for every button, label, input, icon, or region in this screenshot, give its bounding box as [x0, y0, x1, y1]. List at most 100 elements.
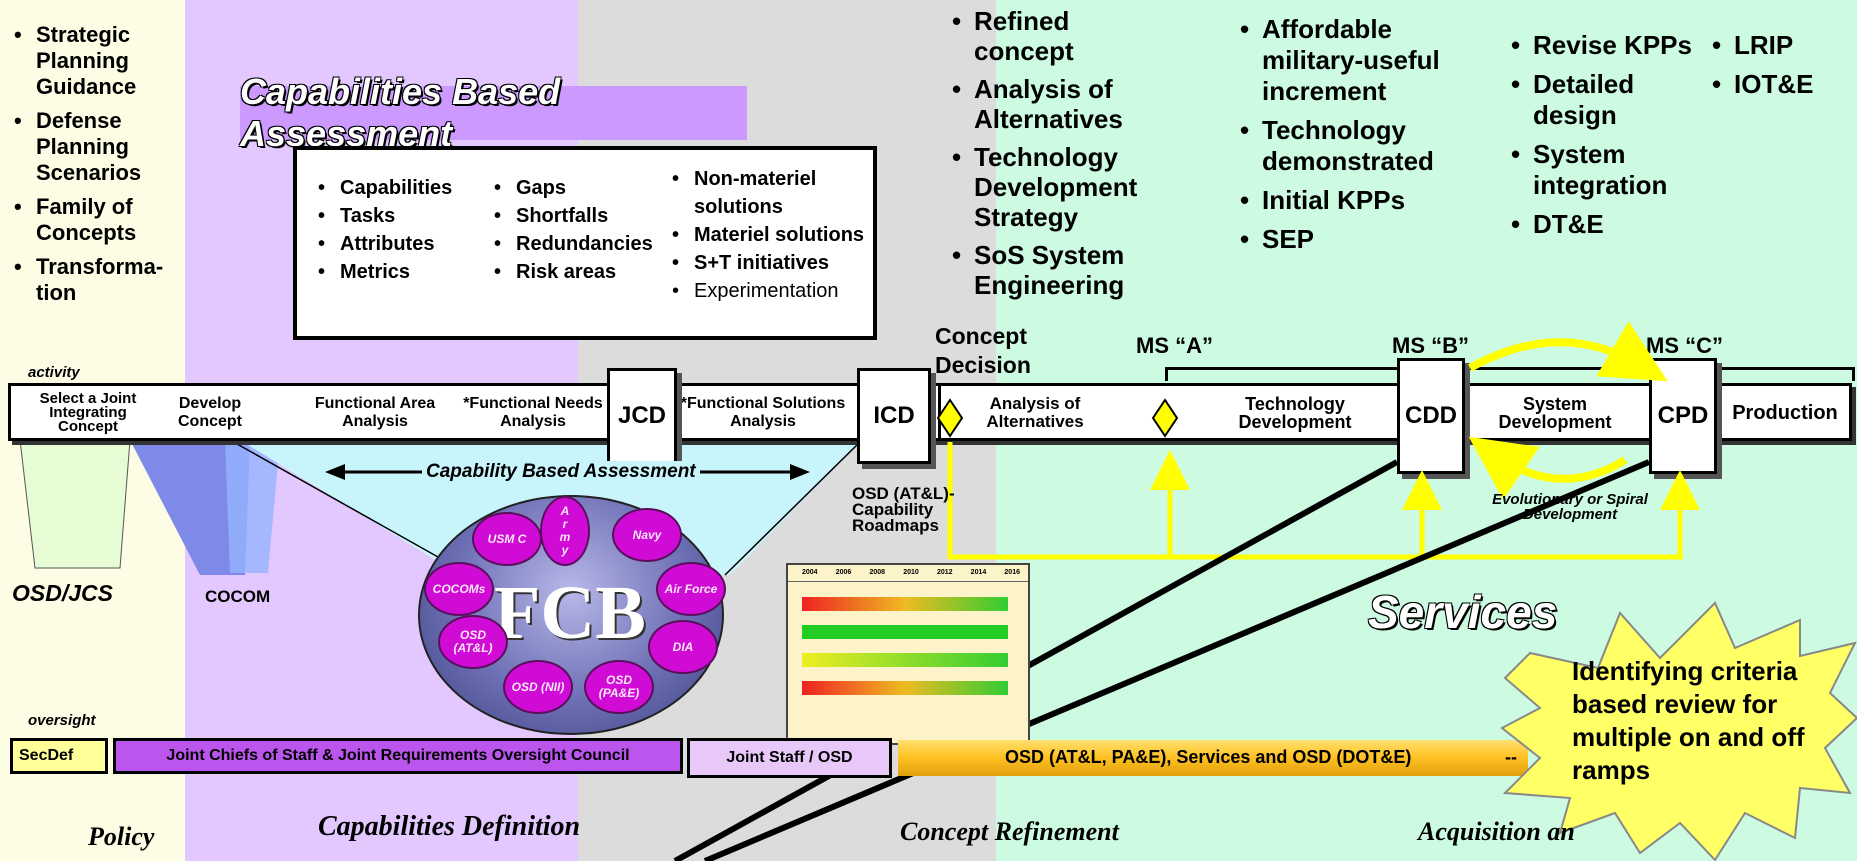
fcb-osd-nii: OSD (NII) [503, 660, 573, 714]
orange-oversight-bar [898, 740, 1528, 776]
ms-b-label: MS “B” [1392, 333, 1469, 358]
fcb-cocoms: COCOMs [424, 562, 494, 616]
cocom-label: COCOM [205, 587, 271, 606]
secdef-label: SecDef [19, 747, 74, 764]
cba-arrow-label: Capability Based Assessment [422, 461, 700, 483]
timeline-bar-left [8, 383, 946, 441]
acquisition-col3: LRIP IOT&E [1708, 30, 1848, 100]
phase-policy: Policy [88, 822, 155, 851]
concept-decision-diamond [936, 398, 964, 438]
roadmap-year: 2012 [936, 569, 953, 576]
icd-label: ICD [873, 402, 915, 429]
secdef-box: SecDef [10, 738, 108, 774]
callout-burst [1500, 601, 1857, 861]
fcb-label: FCB [494, 571, 646, 655]
diagonal-line-2 [703, 459, 1651, 861]
select-joint-concept: Select a Joint Integrating Concept [39, 389, 137, 435]
cba-col3: Non-materiel solutions Materiel solution… [668, 165, 878, 305]
roadmap-bar [802, 625, 1008, 639]
acq-item: Technology demonstrated [1236, 115, 1476, 177]
timeline-bar-upper [1165, 367, 1855, 381]
jcd-label: JCD [617, 402, 666, 429]
cdd-document: CDD [1397, 358, 1465, 474]
roadmap-year-axis: 2004 2006 2008 2010 2012 2014 2016 [788, 565, 1028, 582]
spiral-arrow-top [1468, 321, 1668, 382]
activity-label: activity [28, 364, 80, 381]
cba-col2: Gaps Shortfalls Redundancies Risk areas [490, 174, 690, 286]
functional-solutions-analysis: *Functional Solutions Analysis [680, 394, 846, 430]
concept-item: Refined concept [948, 6, 1148, 66]
evolutionary-label: Evolutionary or Spiral Development [1492, 491, 1648, 523]
osd-jcs-label: OSD/JCS [12, 580, 113, 606]
cba-item: Gaps [490, 174, 690, 202]
acq-item: IOT&E [1708, 69, 1848, 100]
jcs-box: Joint Chiefs of Staff & Joint Requiremen… [113, 738, 683, 774]
funnel-line-left [229, 439, 471, 576]
acq-item: SEP [1236, 224, 1476, 255]
roadmap-year: 2014 [970, 569, 987, 576]
icd-document: ICD [857, 368, 931, 464]
osd-services-label: OSD (AT&L, PA&E), Services and OSD (DOT&… [1005, 747, 1412, 767]
acq-item: DT&E [1507, 209, 1707, 240]
funnel-line-right [724, 439, 863, 576]
cba-item: Experimentation [668, 277, 878, 305]
roadmap-feed-line [947, 442, 1683, 560]
ms-a-diamond [1151, 398, 1179, 438]
joint-staff-label: Joint Staff / OSD [726, 749, 853, 766]
cocom-funnel [130, 440, 250, 575]
roadmap-year: 2016 [1004, 569, 1020, 576]
develop-concept: Develop Concept [178, 394, 242, 430]
roadmap-chart: 2004 2006 2008 2010 2012 2014 2016 [786, 563, 1030, 745]
cba-item: Materiel solutions [668, 221, 878, 249]
cba-item: Redundancies [490, 230, 690, 258]
system-development-cell: System Development [1498, 393, 1612, 432]
policy-item: Family of Concepts [10, 194, 180, 246]
concept-decision-label: Concept Decision [935, 323, 1031, 378]
roadmap-year: 2004 [802, 569, 818, 576]
roadmap-year: 2010 [903, 569, 919, 576]
cba-item: Tasks [314, 202, 494, 230]
cba-item: Risk areas [490, 258, 690, 286]
cba-item: Metrics [314, 258, 494, 286]
fcb-usmc: USM C [472, 512, 542, 566]
cba-item: Attributes [314, 230, 494, 258]
callout-text: Identifying criteria based review for mu… [1572, 656, 1805, 785]
roadmap-bar [802, 597, 1008, 611]
roadmap-bar [802, 681, 1008, 695]
fcb-osd-atl: OSD (AT&L) [438, 615, 508, 669]
ms-a-label: MS “A” [1136, 333, 1213, 358]
osd-roadmaps-label: OSD (AT&L)-Capability Roadmaps [852, 484, 955, 535]
policy-list: Strategic Planning Guidance Defense Plan… [10, 22, 180, 306]
services-label: Services [1368, 586, 1558, 638]
phase-concept-refinement: Concept Refinement [900, 817, 1119, 846]
cocom-funnel-light [225, 440, 280, 573]
acq-item: System integration [1507, 139, 1707, 201]
cba-item: Capabilities [314, 174, 494, 202]
fcb-air-force: Air Force [656, 562, 726, 616]
fcb-osd-pae: OSD (PA&E) [584, 660, 654, 714]
cba-title: Capabilities Based Assessment [240, 71, 747, 154]
policy-item: Strategic Planning Guidance [10, 22, 180, 100]
jcs-label: Joint Chiefs of Staff & Joint Requiremen… [166, 747, 630, 764]
fcb-navy: Navy [612, 508, 682, 562]
acq-item: Revise KPPs [1507, 30, 1707, 61]
oversight-dash: -- [1505, 747, 1517, 767]
production-cell: Production [1732, 401, 1838, 424]
fcb-dia: DIA [648, 620, 718, 674]
concept-refinement-list: Refined concept Analysis of Alternatives… [948, 6, 1148, 300]
fcb-army: A r m y [540, 496, 590, 566]
policy-item: Transforma-tion [10, 254, 180, 306]
technology-development-cell: Technology Development [1238, 393, 1352, 432]
cba-arrow-left-head [325, 464, 345, 480]
acquisition-col2: Revise KPPs Detailed design System integ… [1507, 30, 1707, 240]
acq-item: Affordable military-useful increment [1236, 14, 1476, 107]
policy-item: Defense Planning Scenarios [10, 108, 180, 186]
cba-item: Non-materiel solutions [668, 165, 878, 221]
phase-acquisition: Acquisition an [1418, 817, 1575, 846]
acq-item: Initial KPPs [1236, 185, 1476, 216]
functional-needs-analysis: *Functional Needs Analysis [463, 394, 603, 430]
acq-item: Detailed design [1507, 69, 1707, 131]
roadmap-bar [802, 653, 1008, 667]
